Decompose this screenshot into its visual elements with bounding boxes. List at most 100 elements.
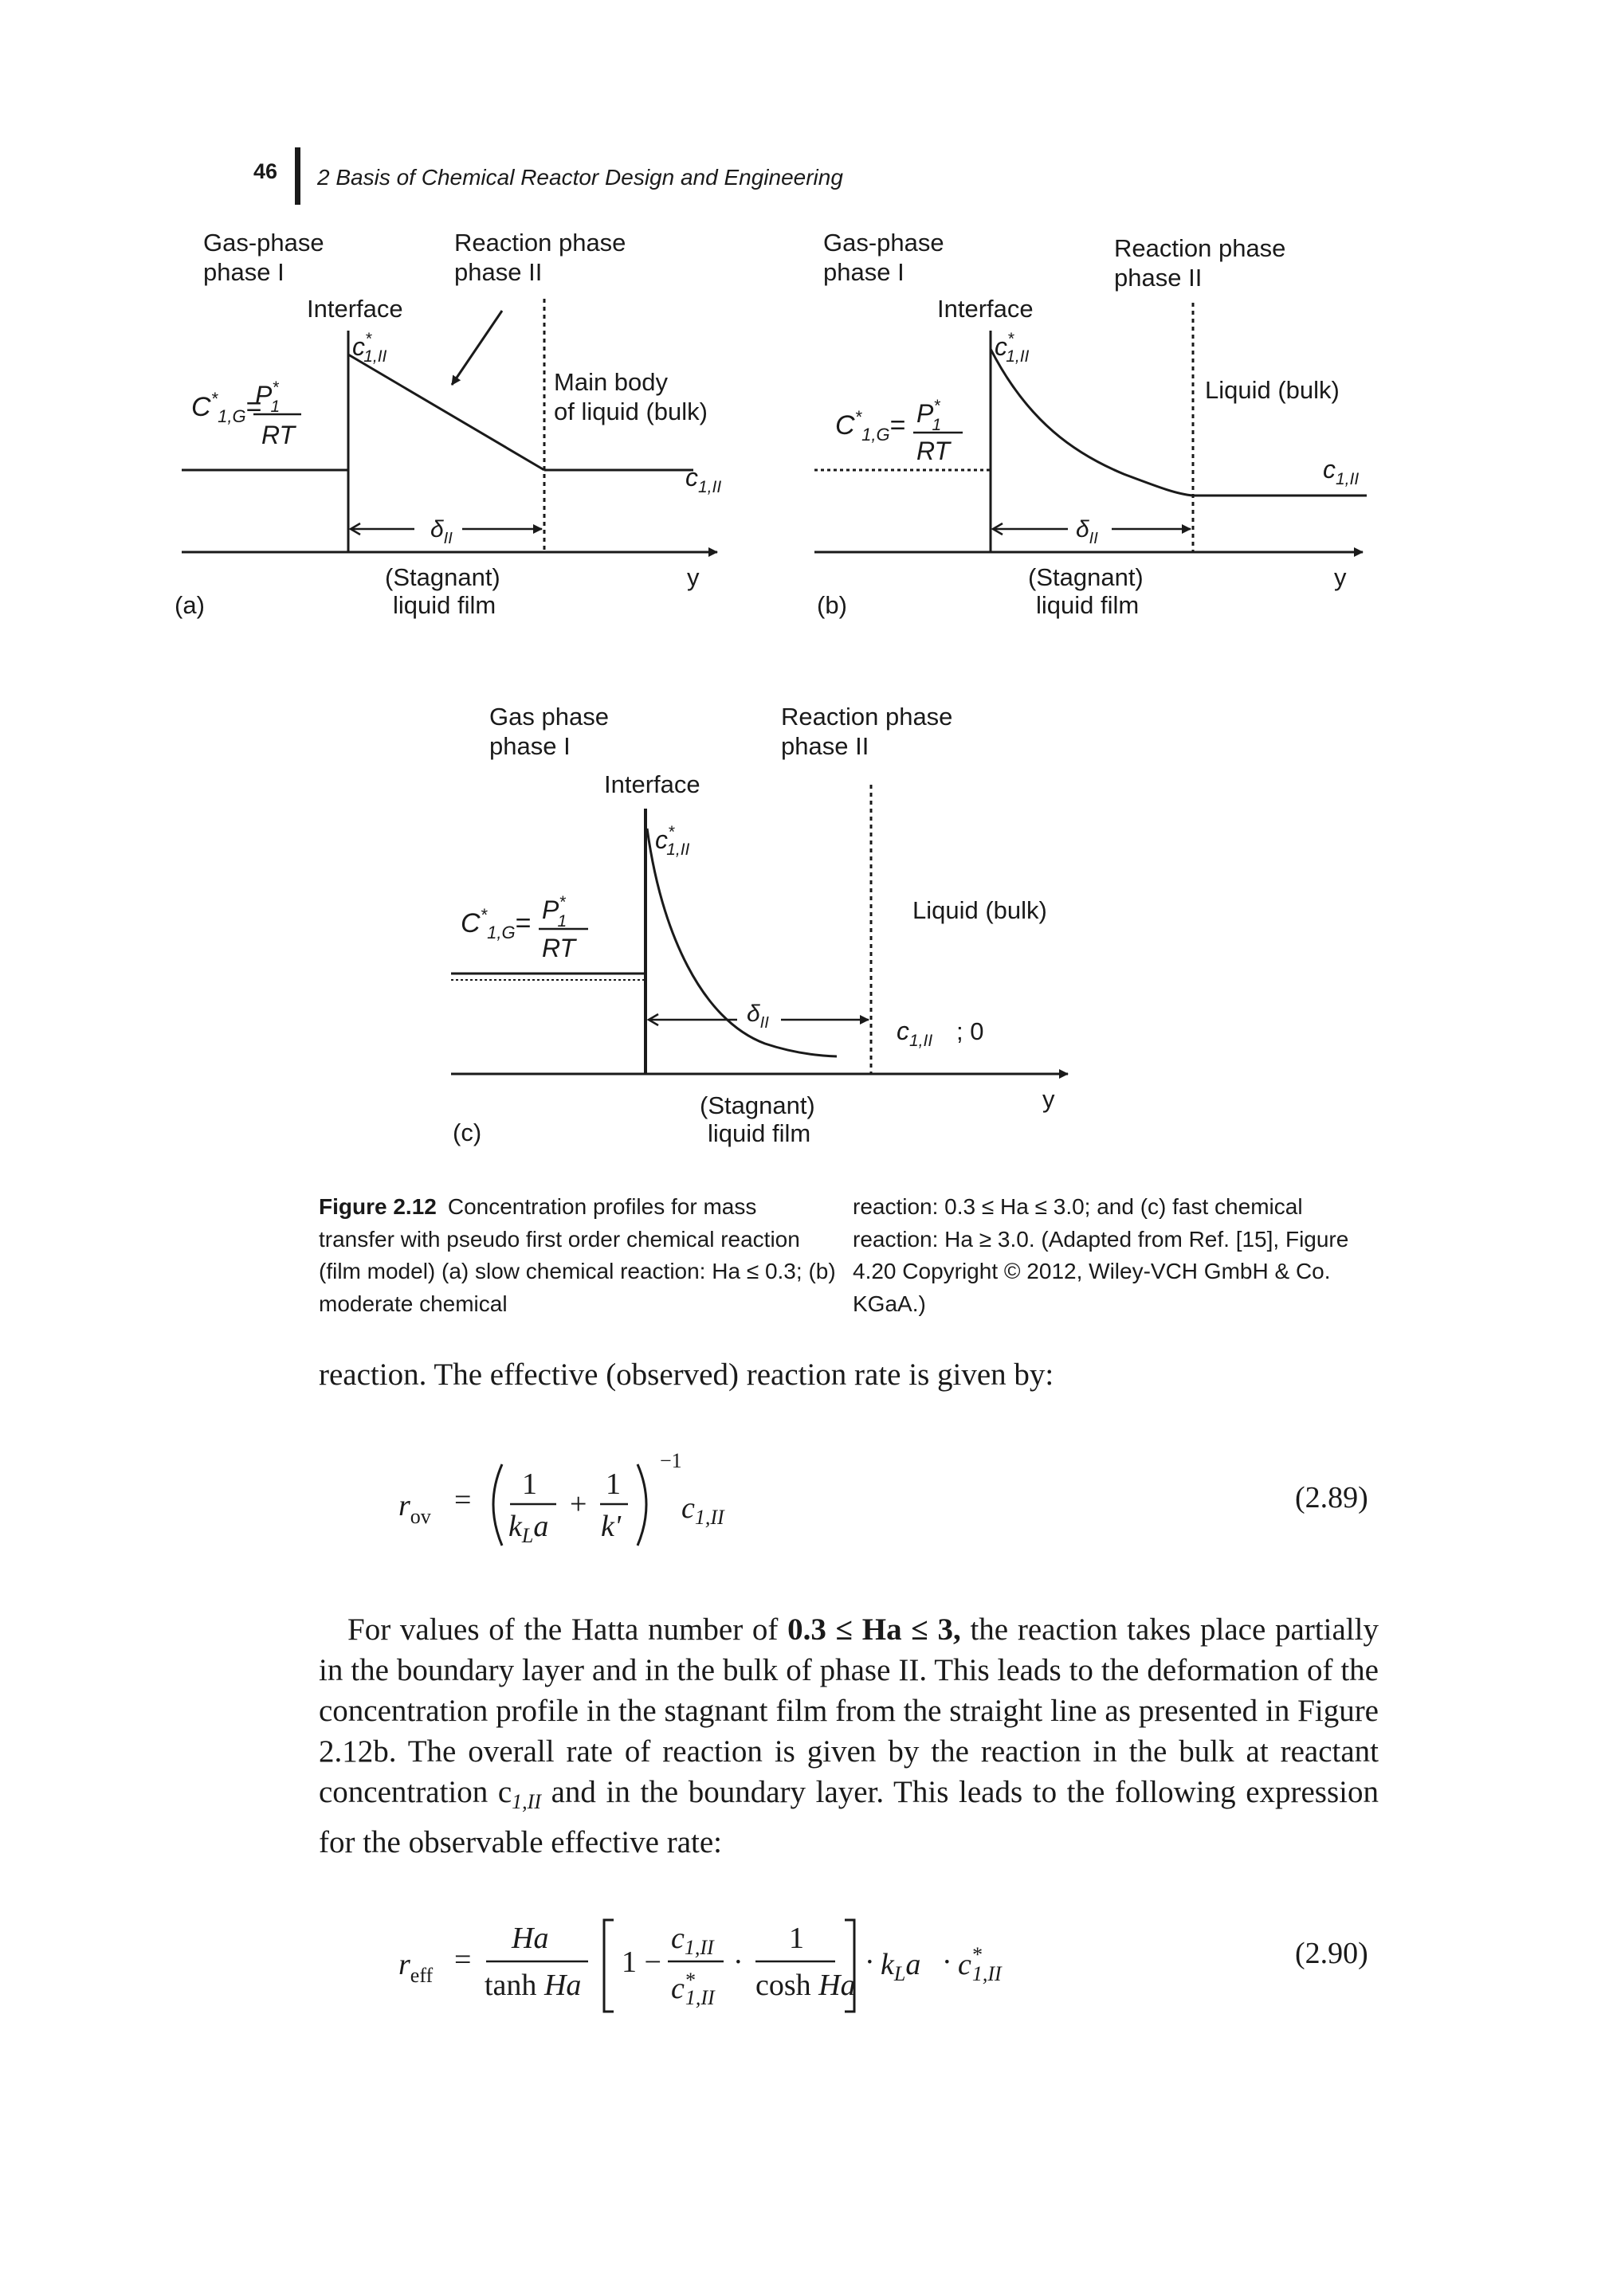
panel-b-bulk-conc-symbol: c1,II [1323,455,1359,488]
running-header: 2 Basis of Chemical Reactor Design and E… [317,165,843,190]
svg-text:·: · [942,1945,952,1979]
svg-text:kLa: kLa [508,1510,548,1547]
panel-c-curved-profile [646,828,838,1058]
panel-b-interface-label: Interface [937,295,1034,323]
panel-c-delta-symbol: δII [747,1001,769,1032]
panel-c-gas-label-1: Gas phase [489,703,609,731]
svg-text:cosh Ha: cosh Ha [755,1969,856,2002]
panel-b-gas-label-2: phase I [823,258,904,286]
panel-b: Gas-phase phase I Reaction phase phase I… [814,229,1367,619]
panel-c-interface-label: Interface [604,770,700,798]
paragraph-2-part-b: and in the boundary layer. This leads to… [319,1775,1379,1859]
panel-a-linear-profile [347,353,545,472]
panel-a-gas-conc-symbol: C*1,G= [191,389,261,426]
panel-c-bulk-conc-symbol: c1,II [897,1017,932,1050]
svg-text:·: · [865,1945,875,1979]
panel-c: Gas phase phase I Reaction phase phase I… [451,703,1069,1147]
svg-text:c1,II: c1,II [671,1922,715,1959]
panel-b-reaction-label-1: Reaction phase [1114,234,1285,262]
svg-text:k': k' [601,1510,622,1543]
panel-c-axis-label: y [1042,1085,1055,1113]
svg-text:c*1,II: c*1,II [958,1943,1003,1985]
panel-b-p1-symbol: P*1 [916,397,941,434]
caption-text-2: reaction: 0.3 ≤ Ha ≤ 3.0; and (c) fast c… [853,1194,1349,1316]
panel-a-film-label-2: liquid film [393,591,496,619]
paragraph-2-subscript: 1,II [512,1790,541,1813]
panel-b-tag: (b) [817,591,847,619]
caption-title: Figure 2.12 [319,1194,437,1219]
svg-text:rov: rov [398,1489,431,1528]
panel-a-bulk-conc-symbol: c1,II [685,463,721,496]
svg-text:1 −: 1 − [622,1945,661,1979]
panel-c-film-label-1: (Stagnant) [700,1091,815,1119]
panel-a-axis-label: y [687,563,700,591]
panel-b-gas-label-1: Gas-phase [823,229,944,257]
panel-a-tag: (a) [175,591,205,619]
concentration-profile-diagrams: Gas-phase phase I Reaction phase phase I… [175,229,1367,1147]
panel-b-delta-symbol: δII [1076,516,1098,547]
panel-c-tag: (c) [453,1119,481,1146]
svg-text:+: + [570,1487,587,1521]
panel-b-reaction-label-2: phase II [1114,264,1202,292]
panel-b-axis-label: y [1334,563,1347,591]
panel-b-bulk-label: Liquid (bulk) [1205,376,1340,404]
panel-c-interface-conc: c*1,II [655,823,690,859]
panel-c-reaction-label-2: phase II [781,732,869,760]
panel-a-bulk-label-2: of liquid (bulk) [554,398,708,425]
panel-a-bulk-label-1: Main body [554,368,669,396]
svg-text:tanh Ha: tanh Ha [485,1969,581,2002]
paragraph-2-part-a: the reaction takes place partially in th… [319,1612,1379,1809]
panel-a-interface-label: Interface [307,295,403,323]
panel-b-film-label-2: liquid film [1036,591,1139,619]
panel-a-film-label-1: (Stagnant) [385,563,500,591]
panel-b-interface-conc: c*1,II [995,330,1030,366]
panel-a-delta-symbol: δII [430,516,453,547]
paragraph-2-lead: For values of the Hatta number of [347,1612,788,1647]
panel-a-rt-symbol: RT [261,421,297,449]
equation-2-90-formula: reff = Ha tanh Ha 1 − c1,II c*1,II · 1 c… [398,1918,1003,2013]
equation-2-89-formula: rov = 1 kLa + 1 k' −1 c1,II [398,1449,725,1547]
panel-a-gas-label-1: Gas-phase [203,229,324,257]
svg-text:1: 1 [789,1922,804,1955]
panel-c-bulk-label: Liquid (bulk) [912,896,1047,924]
panel-b-film-label-1: (Stagnant) [1028,563,1144,591]
caption-text-1: Concentration profiles for mass transfer… [319,1194,836,1316]
panel-b-gas-conc-symbol: C*1,G= [835,407,905,445]
svg-text:reff: reff [398,1948,434,1987]
svg-text:·: · [733,1945,744,1979]
svg-text:kLa: kLa [881,1948,920,1985]
paragraph-1: reaction. The effective (observed) react… [319,1358,1054,1392]
equation-2-90-number: (2.90) [1295,1937,1368,1970]
hatta-range: 0.3 ≤ Ha ≤ 3, [787,1612,961,1647]
panel-c-gas-label-2: phase I [489,732,571,760]
figure-caption-right: reaction: 0.3 ≤ Ha ≤ 3.0; and (c) fast c… [853,1191,1371,1320]
panel-a-pointer-arrow [450,310,504,386]
panel-c-bulk-conc-value: ; 0 [956,1017,983,1045]
svg-text:c*1,II: c*1,II [671,1969,716,2009]
panel-a: Gas-phase phase I Reaction phase phase I… [175,229,721,619]
header-rule [295,147,300,205]
panel-a-interface-conc: c*1,II [352,330,387,366]
svg-text:c1,II: c1,II [681,1491,725,1529]
paragraph-2: For values of the Hatta number of 0.3 ≤ … [319,1609,1379,1863]
svg-text:=: = [454,1943,471,1977]
panel-c-rt-symbol: RT [542,934,578,962]
page-number: 46 [253,159,278,183]
panel-c-gas-conc-symbol: C*1,G= [461,905,531,942]
panel-c-reaction-label-1: Reaction phase [781,703,952,731]
panel-a-reaction-label-2: phase II [454,258,542,286]
svg-text:=: = [454,1483,471,1517]
panel-a-reaction-label-1: Reaction phase [454,229,626,257]
svg-text:1: 1 [522,1467,537,1501]
svg-text:1: 1 [606,1467,621,1501]
panel-a-gas-label-2: phase I [203,258,284,286]
panel-c-p1-symbol: P*1 [542,893,567,931]
svg-text:−1: −1 [660,1449,682,1472]
figure-2-12: Gas-phase phase I Reaction phase phase I… [0,215,1601,1163]
panel-b-rt-symbol: RT [916,437,952,465]
equation-2-89-number: (2.89) [1295,1481,1368,1514]
svg-text:Ha: Ha [511,1922,548,1955]
panel-b-curved-profile [989,348,1194,497]
